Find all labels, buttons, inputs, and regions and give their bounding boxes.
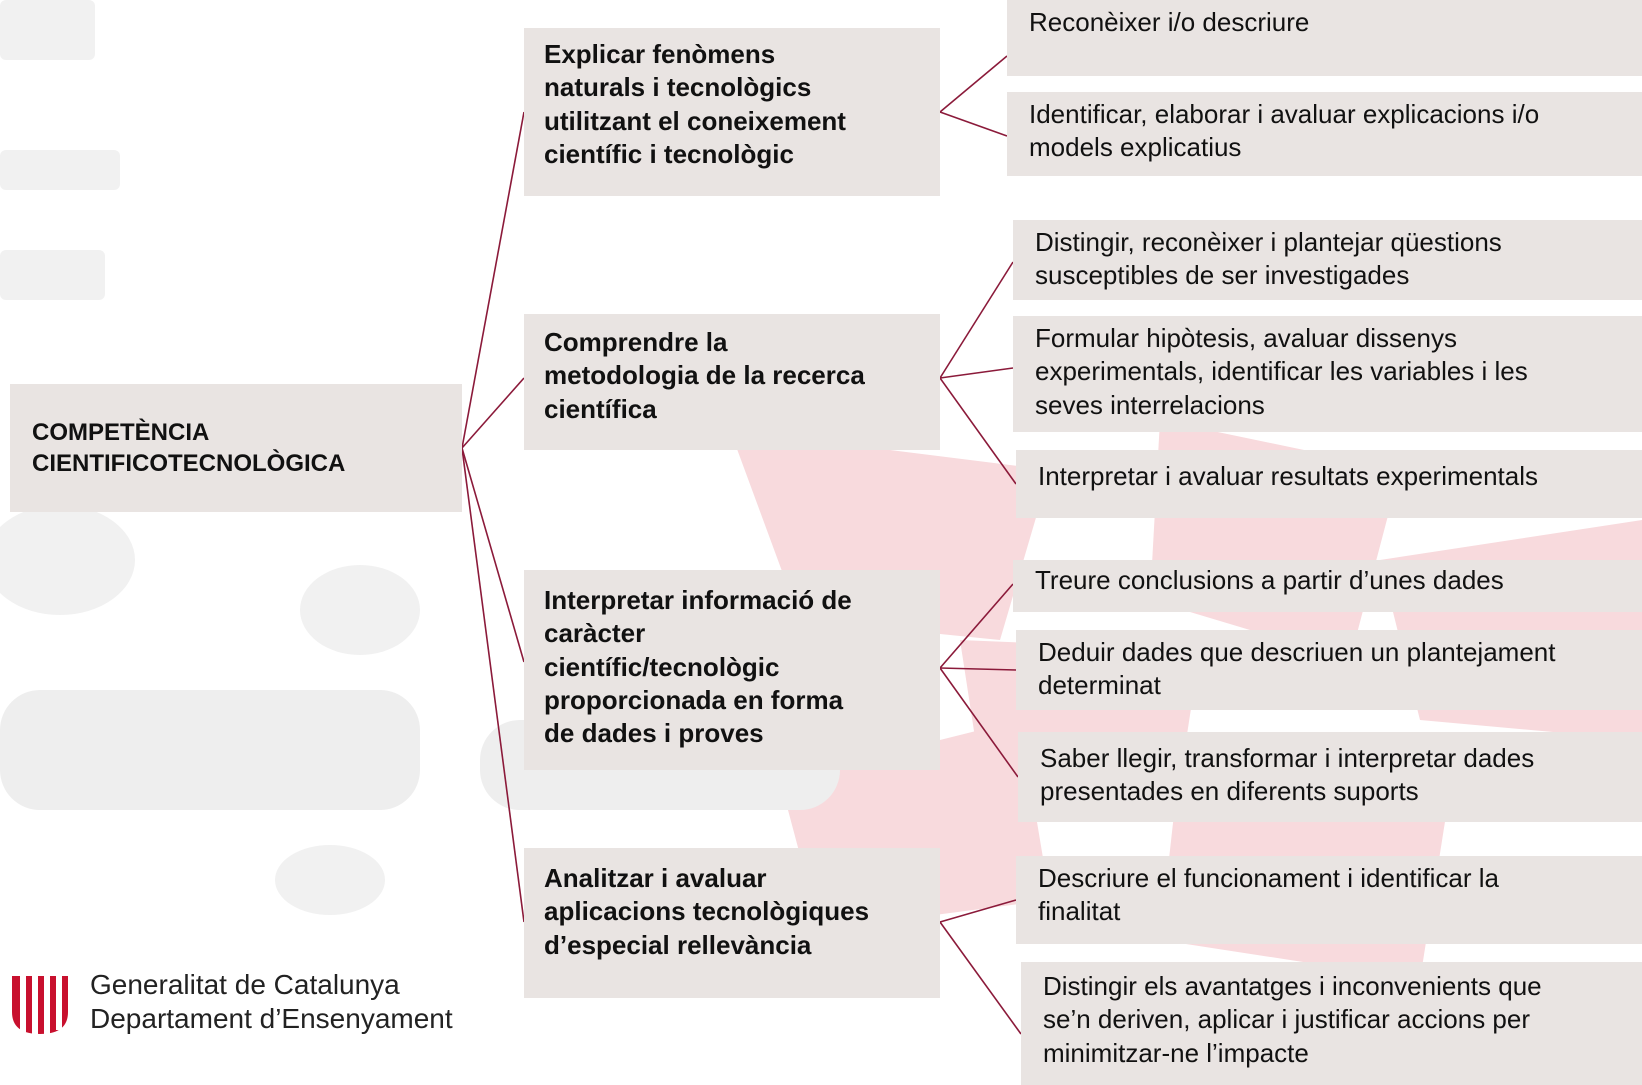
watermark-left-shapes <box>0 0 420 915</box>
connector-branch-3-leaf-1 <box>939 583 1014 669</box>
branch-label-line: científica <box>544 393 657 424</box>
leaf-label-line: Interpretar i avaluar resultats experime… <box>1038 461 1539 491</box>
connector-branch-1-leaf-1 <box>939 55 1008 113</box>
logo-line-generalitat: Generalitat de Catalunya <box>90 969 400 1000</box>
connector-branch-2-leaf-2 <box>939 367 1014 379</box>
leaf-label-line: se’n deriven, aplicar i justificar accio… <box>1043 1004 1530 1035</box>
connector-root-to-branch-4 <box>461 447 525 923</box>
branch-label-line: Explicar fenòmens <box>544 39 776 69</box>
connector-branch-4-leaf-1 <box>939 899 1017 923</box>
branch-label-line: naturals i tecnològics <box>544 72 812 103</box>
branch-label-line: proporcionada en forma <box>544 684 844 715</box>
branch-label-line: metodologia de la recerca <box>544 360 865 391</box>
leaf-node-3-1: Treure conclusions a partir d’unes dades <box>1013 560 1642 612</box>
branch-label-line: utilitzant el coneixement <box>544 105 846 136</box>
root-label-line: COMPETÈNCIA <box>32 419 210 446</box>
generalitat-stripes-icon <box>12 976 68 1034</box>
connector-root-to-branch-1 <box>461 111 525 449</box>
connector-branch-3-leaf-3 <box>939 667 1019 778</box>
logo-line-department: Departament d’Ensenyament <box>90 1003 453 1035</box>
branch-node-2: Comprendre la metodologia de la recerca … <box>524 314 940 450</box>
root-node: COMPETÈNCIA CIENTIFICOTECNOLÒGICA <box>10 384 462 512</box>
leaf-label-line: Deduir dades que descriuen un plantejame… <box>1038 637 1556 667</box>
generalitat-logo: Generalitat de Catalunya Departament d’E… <box>10 968 453 1036</box>
leaf-label-line: Distingir, reconèixer i plantejar qüesti… <box>1035 227 1502 257</box>
branch-label-line: Analitzar i avaluar <box>544 863 767 893</box>
connector-branch-1-leaf-2 <box>939 111 1008 137</box>
branch-label-line: Comprendre la <box>544 327 728 357</box>
leaf-label-line: Formular hipòtesis, avaluar dissenys <box>1035 323 1457 353</box>
leaf-node-2-3: Interpretar i avaluar resultats experime… <box>1016 450 1642 518</box>
leaf-label-line: experimentals, identificar les variables… <box>1035 356 1528 387</box>
branch-label-line: de dades i proves <box>544 718 764 749</box>
leaf-node-2-1: Distingir, reconèixer i plantejar qüesti… <box>1013 220 1642 300</box>
connector-branch-2-leaf-3 <box>939 377 1017 485</box>
connector-root-to-branch-2 <box>461 377 525 449</box>
leaf-label-line: Saber llegir, transformar i interpretar … <box>1040 743 1535 773</box>
leaf-node-4-2: Distingir els avantatges i inconvenients… <box>1021 962 1642 1085</box>
branch-node-3: Interpretar informació de caràcter cient… <box>524 570 940 770</box>
leaf-label-line: Descriure el funcionament i identificar … <box>1038 863 1499 893</box>
leaf-label-line: minimitzar-ne l’impacte <box>1043 1037 1309 1068</box>
leaf-node-3-3: Saber llegir, transformar i interpretar … <box>1018 732 1642 822</box>
leaf-label-line: models explicatius <box>1029 132 1242 163</box>
connector-branch-3-leaf-2 <box>939 667 1017 671</box>
root-label-line: CIENTIFICOTECNOLÒGICA <box>32 449 346 477</box>
leaf-label-line: susceptibles de ser investigades <box>1035 260 1410 291</box>
branch-node-1: Explicar fenòmens naturals i tecnològics… <box>524 28 940 196</box>
branch-label-line: d’especial rellevància <box>544 929 812 960</box>
branch-label-line: científic/tecnològic <box>544 651 780 682</box>
connector-branch-2-leaf-1 <box>939 261 1014 379</box>
leaf-node-1-1: Reconèixer i/o descriure <box>1007 0 1642 76</box>
leaf-node-4-1: Descriure el funcionament i identificar … <box>1016 856 1642 944</box>
branch-label-line: científic i tecnològic <box>544 138 794 169</box>
leaf-node-3-2: Deduir dades que descriuen un plantejame… <box>1016 630 1642 710</box>
leaf-label-line: determinat <box>1038 670 1161 701</box>
leaf-node-1-2: Identificar, elaborar i avaluar explicac… <box>1007 92 1642 176</box>
leaf-node-2-2: Formular hipòtesis, avaluar dissenys exp… <box>1013 316 1642 432</box>
branch-label-line: Interpretar informació de <box>544 585 852 615</box>
branch-node-4: Analitzar i avaluar aplicacions tecnològ… <box>524 848 940 998</box>
leaf-label-line: Identificar, elaborar i avaluar explicac… <box>1029 99 1540 129</box>
leaf-label-line: finalitat <box>1038 896 1121 927</box>
connector-root-to-branch-3 <box>461 447 525 663</box>
leaf-label-line: presentades en diferents suports <box>1040 776 1419 807</box>
branch-label-line: aplicacions tecnològiques <box>544 896 870 927</box>
leaf-label-line: Distingir els avantatges i inconvenients… <box>1043 971 1542 1001</box>
leaf-label-line: seves interrelacions <box>1035 389 1265 420</box>
logo-text: Generalitat de Catalunya Departament d’E… <box>90 968 453 1036</box>
branch-label-line: caràcter <box>544 618 646 649</box>
leaf-label-line: Treure conclusions a partir d’unes dades <box>1035 565 1504 595</box>
leaf-label-line: Reconèixer i/o descriure <box>1029 7 1310 37</box>
connector-branch-4-leaf-2 <box>939 921 1022 1035</box>
